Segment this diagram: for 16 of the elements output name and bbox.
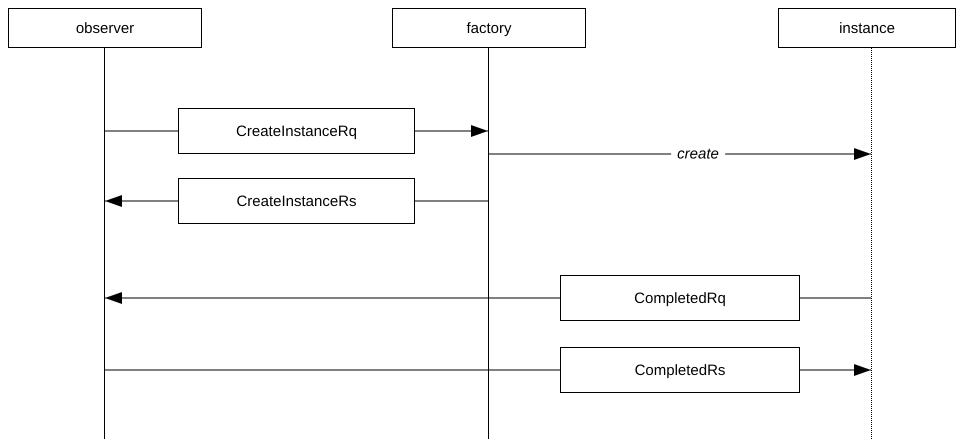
arrow bbox=[104, 195, 178, 207]
message-box: CreateInstanceRq bbox=[178, 108, 415, 154]
connector-line bbox=[104, 130, 178, 132]
arrow bbox=[104, 292, 560, 304]
participant-box: instance bbox=[778, 8, 956, 48]
message-box: CompletedRq bbox=[560, 275, 800, 321]
arrow bbox=[414, 125, 488, 137]
lifeline bbox=[871, 48, 872, 439]
participant-box: observer bbox=[8, 8, 202, 48]
message-box: CreateInstanceRs bbox=[178, 178, 415, 224]
participant-box: factory bbox=[392, 8, 586, 48]
lifeline bbox=[104, 48, 105, 439]
message-box: CompletedRs bbox=[560, 347, 800, 393]
arrow bbox=[800, 364, 872, 376]
lifeline bbox=[488, 48, 489, 439]
connector-line bbox=[414, 200, 488, 202]
